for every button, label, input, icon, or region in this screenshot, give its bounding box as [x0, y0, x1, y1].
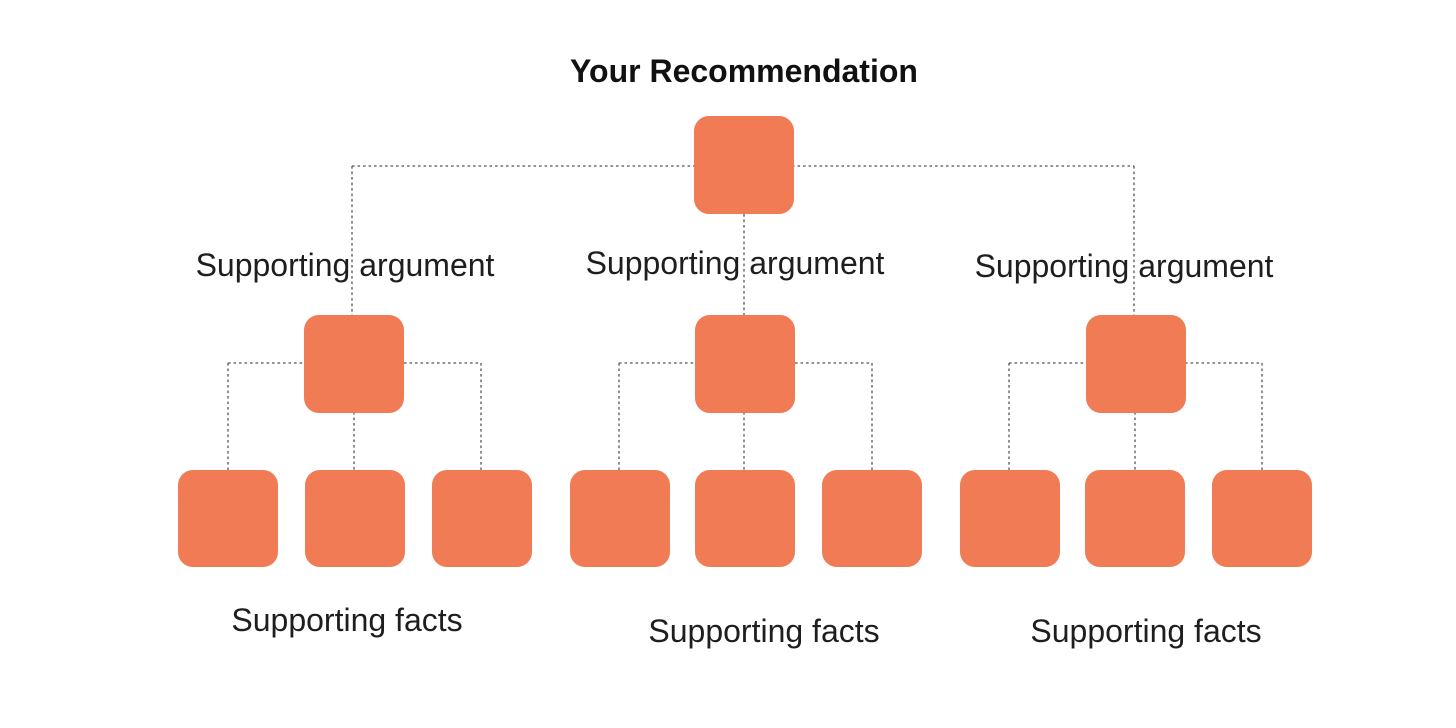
fact-box-left-1 [178, 470, 278, 567]
fact-box-center-1 [570, 470, 670, 567]
facts-label-left: Supporting facts [231, 602, 463, 638]
fact-box-left-3 [432, 470, 532, 567]
facts-label-center: Supporting facts [648, 613, 880, 649]
diagram-title: Your Recommendation [570, 53, 918, 89]
facts-label-right: Supporting facts [1030, 613, 1262, 649]
fact-box-right-3 [1212, 470, 1312, 567]
fact-box-right-1 [960, 470, 1060, 567]
fact-box-left-2 [305, 470, 405, 567]
argument-label-right: Supporting argument [974, 248, 1274, 284]
argument-box-center [695, 315, 795, 413]
fact-box-right-2 [1085, 470, 1185, 567]
argument-label-left: Supporting argument [195, 247, 495, 283]
fact-box-center-3 [822, 470, 922, 567]
recommendation-box [694, 116, 794, 214]
argument-box-right [1086, 315, 1186, 413]
argument-box-left [304, 315, 404, 413]
fact-box-center-2 [695, 470, 795, 567]
argument-label-center: Supporting argument [585, 245, 885, 281]
